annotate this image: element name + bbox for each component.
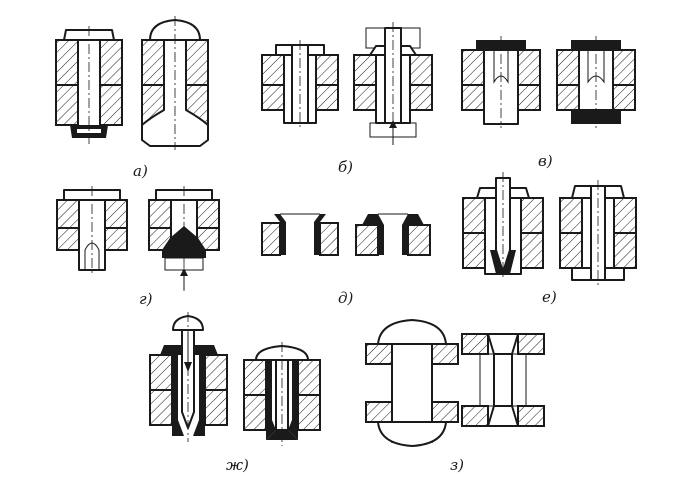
rivet-d-after xyxy=(355,213,431,256)
rivet-zh-after xyxy=(243,342,321,446)
panel-g: г) xyxy=(56,186,220,308)
rivet-zh-before xyxy=(149,312,228,442)
rivet-b-after xyxy=(353,22,433,145)
rivet-z-after xyxy=(461,333,545,427)
panel-d: д) xyxy=(261,213,431,307)
rivet-z-before xyxy=(365,319,459,447)
rivet-a-after xyxy=(141,16,209,150)
panel-e: е) xyxy=(462,172,637,306)
panel-label-g: г) xyxy=(139,290,153,308)
panel-z: з) xyxy=(365,319,545,474)
rivet-b-before xyxy=(261,40,339,128)
rivet-d-before xyxy=(261,213,339,256)
rivet-e-before xyxy=(462,172,544,280)
panel-label-z: з) xyxy=(450,456,464,474)
panel-zh: ж) xyxy=(149,312,321,474)
panel-b: б) xyxy=(261,22,433,176)
rivet-a-before xyxy=(55,26,123,145)
panel-label-b: б) xyxy=(338,158,353,176)
panel-label-zh: ж) xyxy=(226,456,249,474)
panel-label-a: а) xyxy=(133,162,148,180)
rivet-v-before xyxy=(461,36,541,128)
panel-a: а) xyxy=(55,16,209,180)
panel-label-d: д) xyxy=(338,289,354,307)
rivet-g-after xyxy=(148,186,220,292)
panel-label-e: е) xyxy=(542,288,557,306)
rivet-e-after xyxy=(559,180,637,285)
rivet-g-before xyxy=(56,186,128,275)
panel-v: в) xyxy=(461,36,636,170)
rivet-v-after xyxy=(556,36,636,128)
panel-label-v: в) xyxy=(538,152,553,170)
